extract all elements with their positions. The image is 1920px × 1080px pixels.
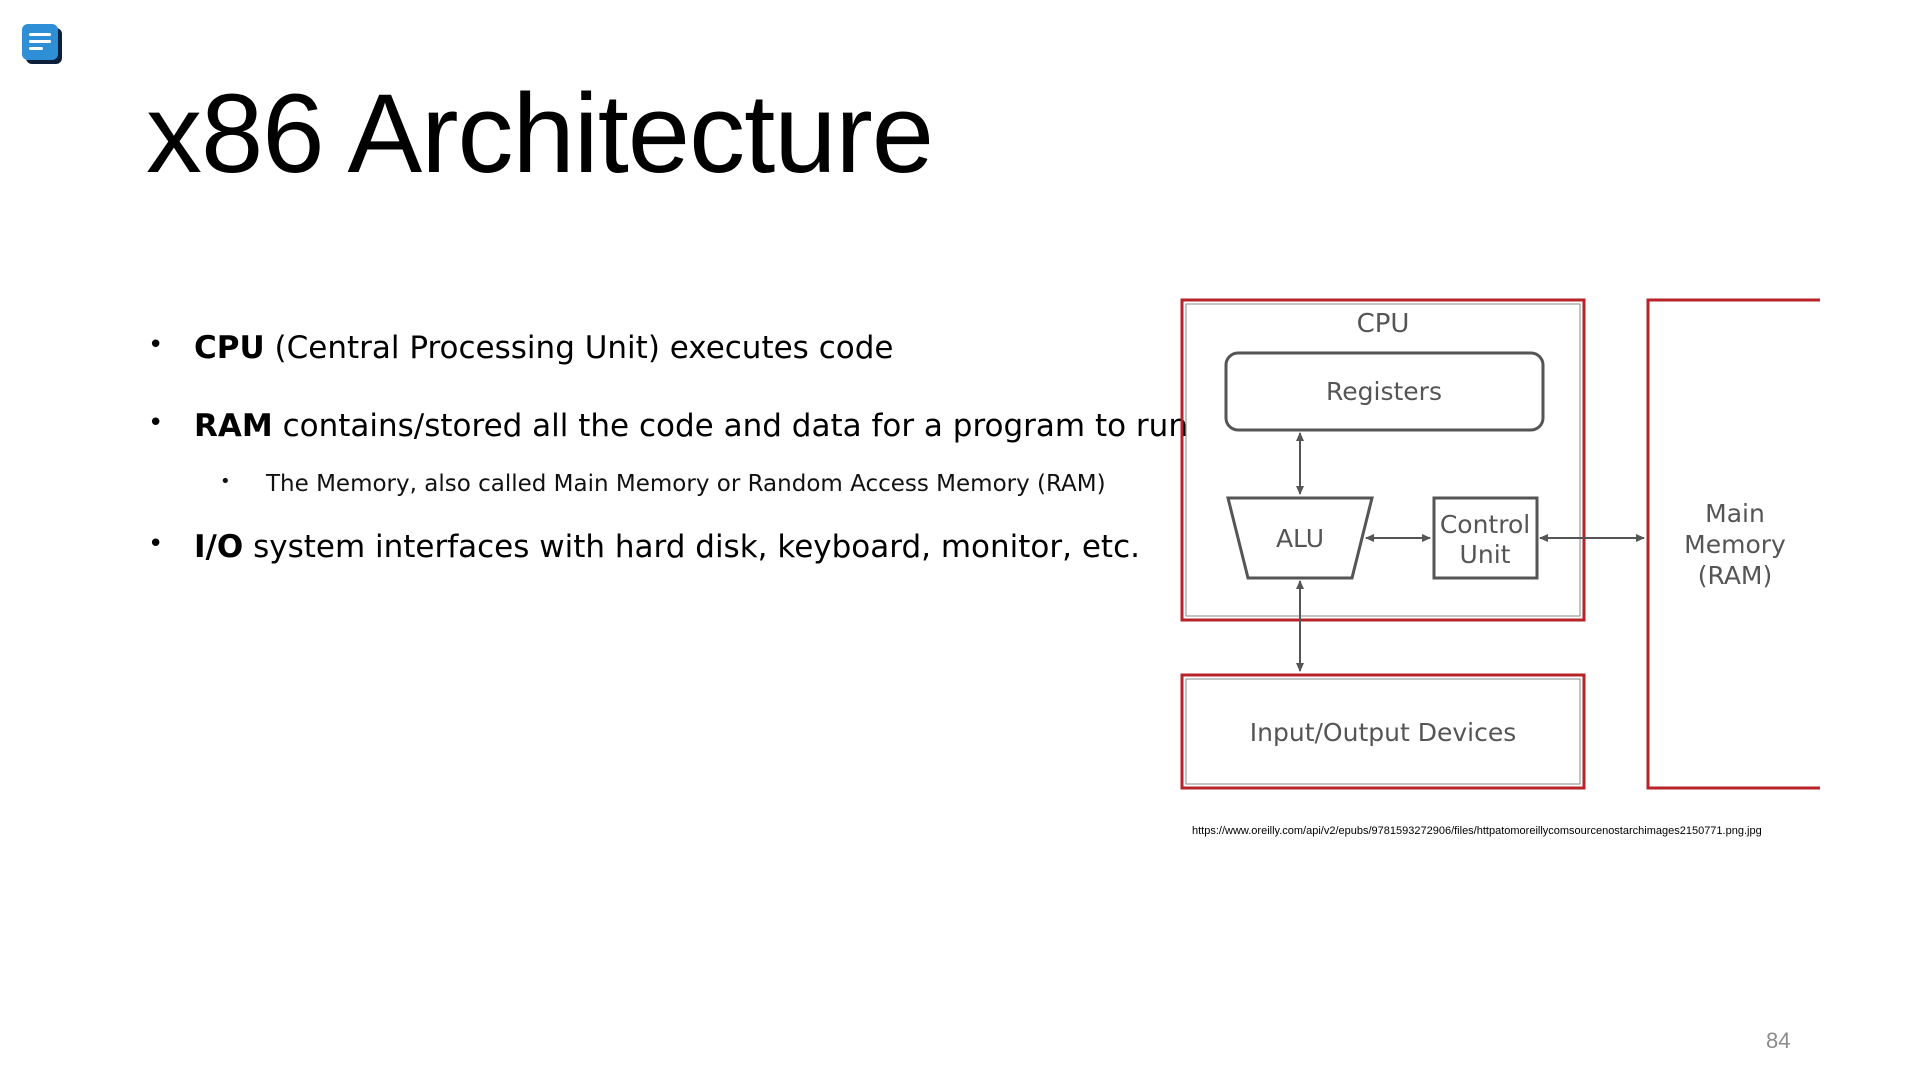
bullet-ram-text: contains/stored all the code and data fo… (272, 408, 1188, 445)
document-list-icon[interactable] (20, 22, 66, 68)
sub-bullet-memory: The Memory, also called Main Memory or R… (146, 471, 1146, 499)
control-unit-label-2: Unit (1460, 540, 1511, 569)
bullet-cpu: CPU (Central Processing Unit) executes c… (146, 330, 1146, 367)
alu-shape (1226, 496, 1374, 580)
page-number: 84 (1766, 1028, 1791, 1053)
bullet-list: CPU (Central Processing Unit) executes c… (146, 330, 1188, 566)
control-unit-box (1432, 496, 1539, 580)
cpu-box (1180, 298, 1586, 622)
io-devices-box (1180, 673, 1586, 790)
control-unit-label-1: Control (1440, 510, 1530, 539)
bullet-io: I/O system interfaces with hard disk, ke… (146, 529, 1146, 566)
alu-label: ALU (1276, 524, 1324, 553)
bullet-cpu-term: CPU (194, 330, 265, 366)
bullet-io-text: system interfaces with hard disk, keyboa… (243, 528, 1140, 565)
bullet-ram: RAM contains/stored all the code and dat… (146, 408, 1188, 445)
main-memory-box (1646, 298, 1820, 790)
slide-title: x86 Architecture (146, 71, 934, 196)
cpu-label: CPU (1357, 309, 1410, 339)
cpu-architecture-diagram: CPU Registers ALU Control Unit Main Memo… (1180, 298, 1820, 790)
main-memory-label-3: (RAM) (1698, 561, 1773, 590)
bullet-ram-term: RAM (194, 408, 273, 445)
image-source-url: https://www.oreilly.com/api/v2/epubs/978… (1192, 825, 1762, 837)
bullet-io-term: I/O (194, 528, 244, 565)
main-memory-label-2: Memory (1684, 530, 1786, 559)
registers-box (1224, 351, 1545, 432)
registers-label: Registers (1326, 377, 1442, 406)
main-memory-label-1: Main (1705, 499, 1765, 528)
io-devices-label: Input/Output Devices (1250, 718, 1516, 747)
bullet-cpu-text: (Central Processing Unit) executes code (264, 330, 894, 366)
